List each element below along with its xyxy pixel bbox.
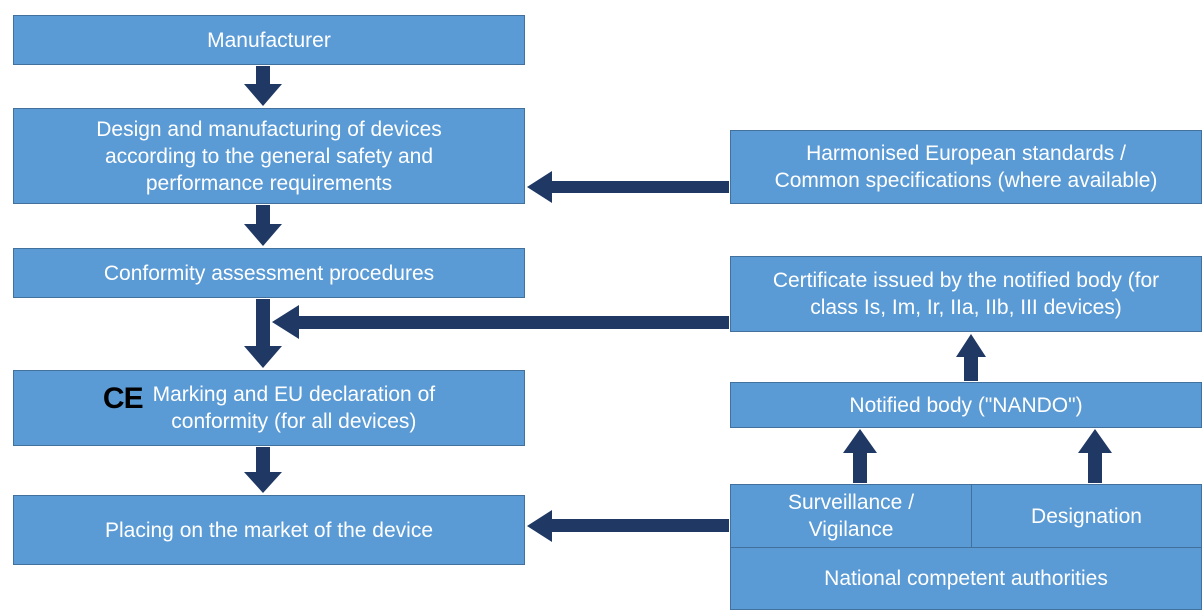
arrow-certificate-to-conformity (272, 305, 729, 339)
placing-on-market-label: Placing on the market of the device (104, 518, 434, 542)
ce-mark-icon: CE (102, 382, 144, 415)
conformity-assessment-box: Conformity assessment procedures (13, 248, 525, 298)
design-label: Design and manufacturing of devices acco… (96, 117, 442, 195)
designation-label: Designation (1031, 504, 1142, 528)
marking-declaration-label: Marking and EU declaration of conformity… (152, 383, 436, 433)
designation-box: Designation (971, 484, 1202, 548)
manufacturer-label: Manufacturer (207, 28, 331, 52)
arrow-surveillance-to-notified-body (843, 429, 877, 483)
notified-body-box: Notified body ("NANDO") (730, 382, 1202, 428)
standards-box: Harmonised European standards / Common s… (730, 130, 1202, 204)
standards-label: Harmonised European standards / Common s… (774, 142, 1158, 192)
certificate-label: Certificate issued by the notified body … (772, 269, 1160, 319)
arrow-notified-body-to-certificate (956, 334, 986, 381)
notified-body-label: Notified body ("NANDO") (849, 393, 1083, 417)
design-box: Design and manufacturing of devices acco… (13, 108, 525, 204)
marking-declaration-box: CE Marking and EU declaration of conform… (13, 370, 525, 446)
arrow-designation-to-notified-body (1078, 429, 1112, 483)
conformity-assessment-label: Conformity assessment procedures (103, 261, 435, 285)
arrow-surveillance-to-placing (527, 510, 729, 542)
arrow-manufacturer-to-design (244, 66, 282, 106)
surveillance-vigilance-label: Surveillance / Vigilance (787, 491, 915, 541)
arrow-conformity-to-marking (244, 299, 282, 368)
certificate-box: Certificate issued by the notified body … (730, 256, 1202, 332)
manufacturer-box: Manufacturer (13, 15, 525, 65)
national-authorities-label: National competent authorities (824, 567, 1108, 590)
placing-on-market-box: Placing on the market of the device (13, 495, 525, 565)
arrow-standards-to-design (527, 171, 729, 203)
arrow-marking-to-placing (244, 447, 282, 493)
arrow-design-to-conformity (244, 205, 282, 246)
